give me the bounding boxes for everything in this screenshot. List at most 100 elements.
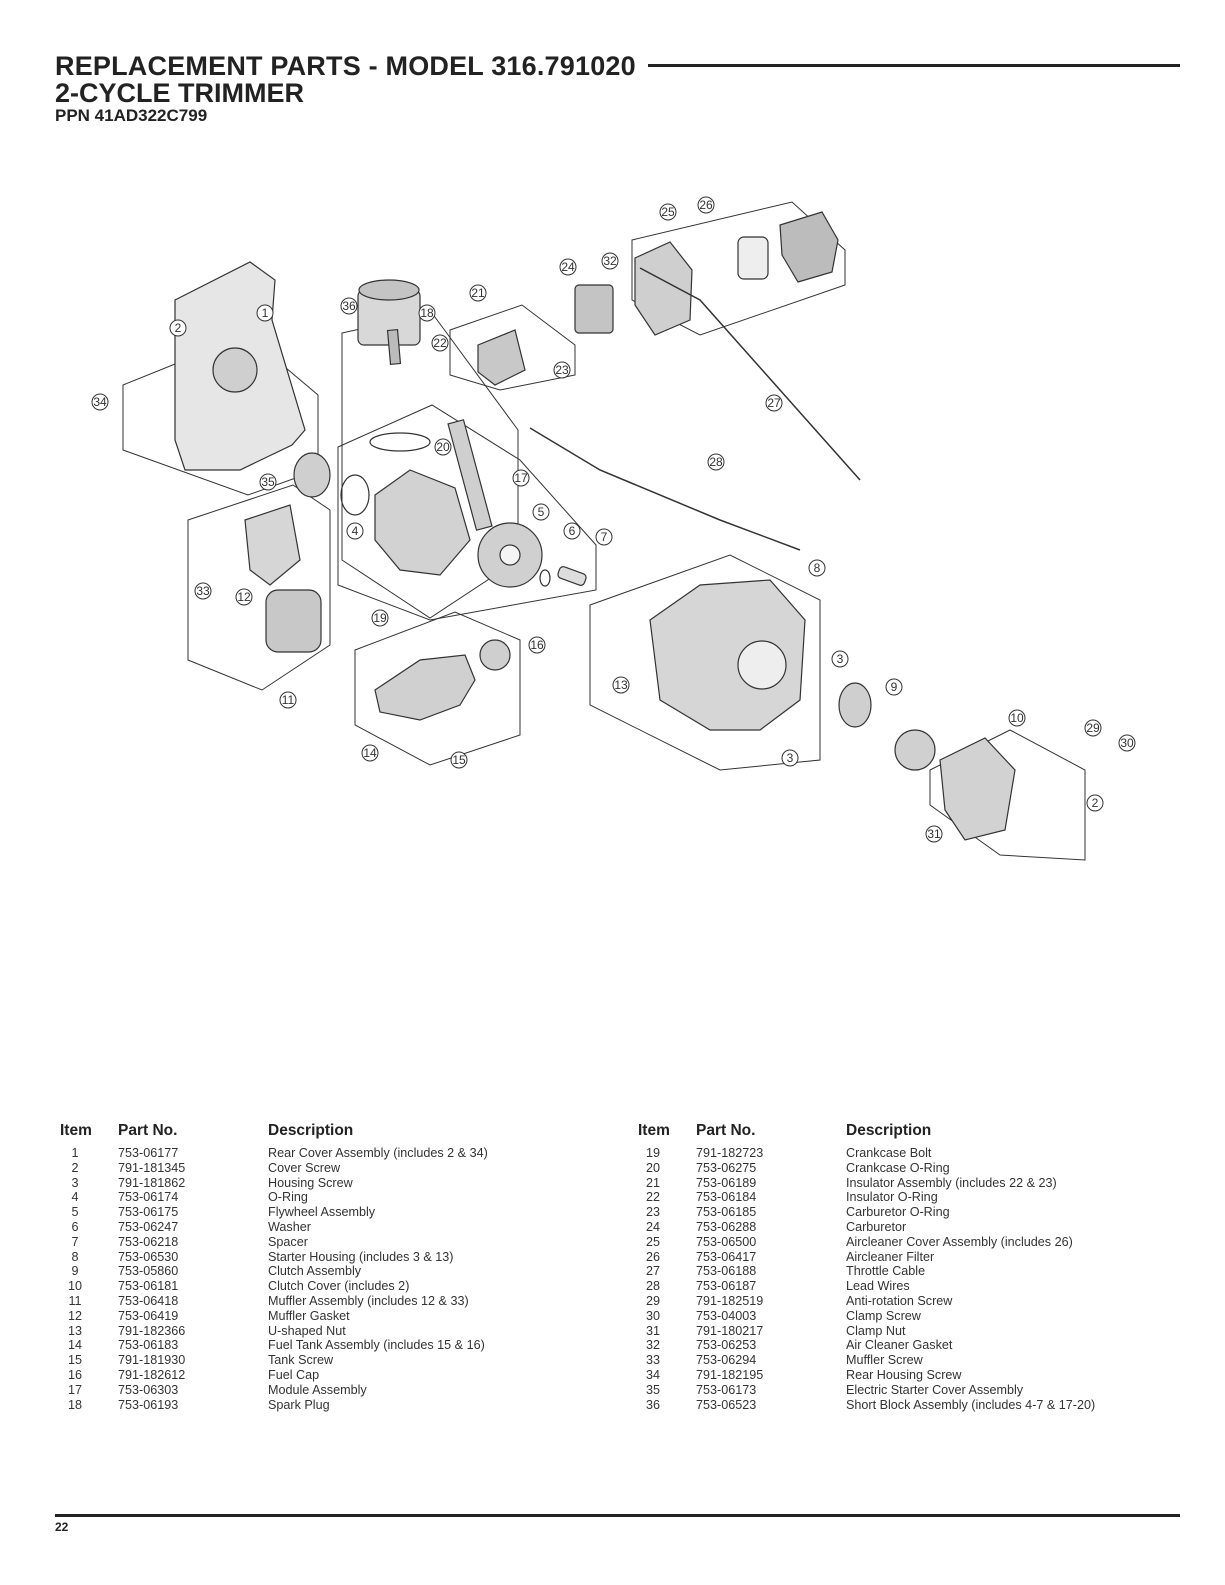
part-number: 753-06184 [696,1190,757,1205]
spacer-part [557,566,587,586]
callout-19: 19 [371,609,389,627]
page-subtitle: 2-CYCLE TRIMMER [55,78,304,108]
part-item-number: 26 [645,1249,660,1264]
part-number: 791-182612 [118,1368,186,1382]
part-item-number: 19 [645,1146,660,1160]
header-item: Item [60,1122,92,1139]
muffler-body-part [265,589,322,653]
part-number: 791-182519 [696,1294,764,1308]
part-number: 753-06218 [118,1234,179,1249]
part-item-number: 2 [71,1160,79,1175]
callout-11: 11 [279,691,297,709]
part-description: Crankcase O-Ring [846,1160,950,1175]
svg-text:10: 10 [1010,711,1024,725]
svg-text:33: 33 [196,584,210,598]
part-description: Lead Wires [846,1279,910,1294]
svg-text:15: 15 [452,753,466,767]
part-number: 753-06294 [696,1353,757,1368]
oring-4-part [340,474,370,516]
part-number: 753-06181 [118,1279,179,1294]
part-number: 753-06177 [118,1146,179,1160]
part-item-number: 18 [67,1397,82,1412]
callout-2-bottom: 2 [1086,794,1104,812]
svg-text:1: 1 [262,306,269,320]
svg-text:13: 13 [614,678,628,692]
svg-text:34: 34 [93,395,107,409]
part-number: 753-06275 [696,1160,757,1175]
panel-engine [337,404,597,621]
part-number: 753-06189 [696,1175,757,1190]
panel-fuel-tank [354,611,521,766]
part-number: 753-06253 [696,1338,757,1353]
part-description: Muffler Gasket [268,1308,350,1323]
part-description: Washer [268,1220,311,1234]
part-number: 791-182366 [118,1323,186,1338]
header-description: Description [268,1122,354,1139]
callout-14: 14 [361,744,379,762]
svg-text:24: 24 [561,260,575,274]
part-description: Fuel Tank Assembly (includes 15 & 16) [268,1338,485,1353]
part-number: 753-06500 [696,1234,757,1249]
svg-text:4: 4 [352,524,359,538]
clutch-drum-part [894,729,936,771]
callout-21: 21 [469,284,487,302]
part-description: Clamp Nut [846,1323,906,1338]
part-description: Aircleaner Filter [846,1249,935,1264]
clutch-part [838,682,872,728]
part-description: Housing Screw [268,1175,353,1190]
part-number: 791-181930 [118,1353,186,1368]
part-item-number: 36 [645,1397,660,1412]
part-item-number: 24 [645,1220,660,1234]
svg-text:30: 30 [1120,736,1134,750]
part-item-number: 4 [71,1190,79,1205]
part-description: Insulator Assembly (includes 22 & 23) [846,1175,1057,1190]
svg-text:9: 9 [891,680,898,694]
part-description: Muffler Screw [846,1353,923,1368]
callout-36: 36 [340,297,358,315]
callout-25: 25 [659,203,677,221]
part-description: Aircleaner Cover Assembly (includes 26) [846,1234,1073,1249]
callout-2-top: 2 [169,319,187,337]
svg-text:11: 11 [282,693,295,707]
part-number: 791-180217 [696,1323,764,1338]
part-description: U-shaped Nut [268,1323,346,1338]
panel-muffler [187,484,331,691]
starter-cover-part [293,452,331,498]
part-number: 753-06173 [696,1382,757,1397]
part-item-number: 29 [645,1294,660,1308]
part-number: 753-06303 [118,1382,179,1397]
part-item-number: 22 [645,1190,660,1205]
header-description: Description [846,1122,932,1139]
part-item-number: 11 [68,1294,82,1308]
panel-insulator [449,304,576,391]
part-number: 753-04003 [696,1308,757,1323]
part-number: 753-06174 [118,1190,179,1205]
callout-9: 9 [885,678,903,696]
svg-text:3: 3 [787,751,794,765]
part-number: 753-06417 [696,1249,757,1264]
svg-text:26: 26 [699,198,713,212]
callout-23: 23 [553,361,571,379]
part-description: Clamp Screw [846,1308,921,1323]
svg-text:36: 36 [342,299,356,313]
part-item-number: 30 [645,1308,660,1323]
part-description: Fuel Cap [268,1368,320,1382]
part-item-number: 35 [645,1382,660,1397]
part-item-number: 20 [645,1160,660,1175]
svg-text:12: 12 [237,590,251,604]
svg-text:20: 20 [436,440,450,454]
part-item-number: 28 [645,1279,660,1294]
part-description: Flywheel Assembly [268,1205,376,1220]
crankcase-oring-part [369,432,431,452]
carburetor-part [574,284,614,334]
callout-15: 15 [450,751,468,769]
header-item: Item [638,1122,670,1139]
callout-33: 33 [194,582,212,600]
part-description: O-Ring [268,1190,308,1205]
callout-32: 32 [601,252,619,270]
svg-text:22: 22 [433,336,447,350]
part-description: Spark Plug [268,1397,330,1412]
footer-rule [55,1514,1180,1517]
part-number: 753-06187 [696,1279,757,1294]
callout-29: 29 [1084,719,1102,737]
